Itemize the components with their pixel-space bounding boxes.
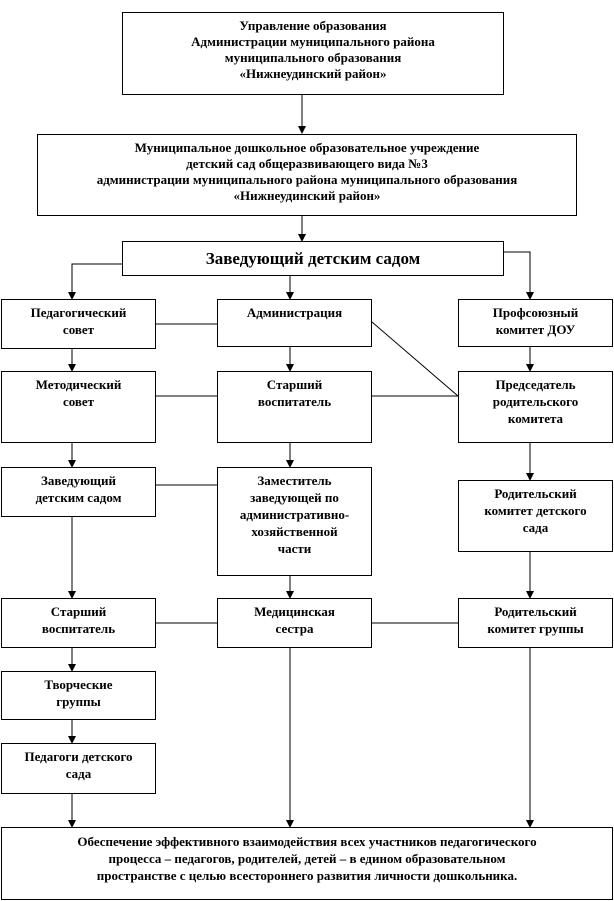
node-head-of-kindergarten: Заведующий детским садом xyxy=(122,241,504,276)
node-trade-union-committee: Профсоюзный комитет ДОУ xyxy=(458,299,613,347)
node-education-department: Управление образования Администрации мун… xyxy=(122,12,504,95)
node-nurse: Медицинская сестра xyxy=(217,598,372,648)
node-kindergarten-parent-committee: Родительский комитет детского сада xyxy=(458,480,613,552)
node-parent-committee-chair: Председатель родительского комитета xyxy=(458,371,613,443)
node-deputy-head: Заместитель заведующей по административн… xyxy=(217,467,372,576)
node-administration: Администрация xyxy=(217,299,372,347)
node-goal: Обеспечение эффективного взаимодействия … xyxy=(1,827,613,900)
node-creative-groups: Творческие группы xyxy=(1,671,156,720)
node-kindergarten-teachers: Педагоги детского сада xyxy=(1,743,156,794)
node-pedagogical-council: Педагогический совет xyxy=(1,299,156,349)
arrow-head-to-ped-council xyxy=(68,263,122,300)
node-senior-teacher-left: Старший воспитатель xyxy=(1,598,156,648)
link-admin-parent-chair xyxy=(371,321,459,397)
node-methodical-council: Методический совет xyxy=(1,371,156,443)
node-group-parent-committee: Родительский комитет группы xyxy=(458,598,613,648)
node-preschool-institution: Муниципальное дошкольное образовательное… xyxy=(37,134,577,216)
node-senior-teacher-middle: Старший воспитатель xyxy=(217,371,372,443)
node-head-left: Заведующий детским садом xyxy=(1,467,156,517)
arrow-head-to-union xyxy=(503,251,534,300)
